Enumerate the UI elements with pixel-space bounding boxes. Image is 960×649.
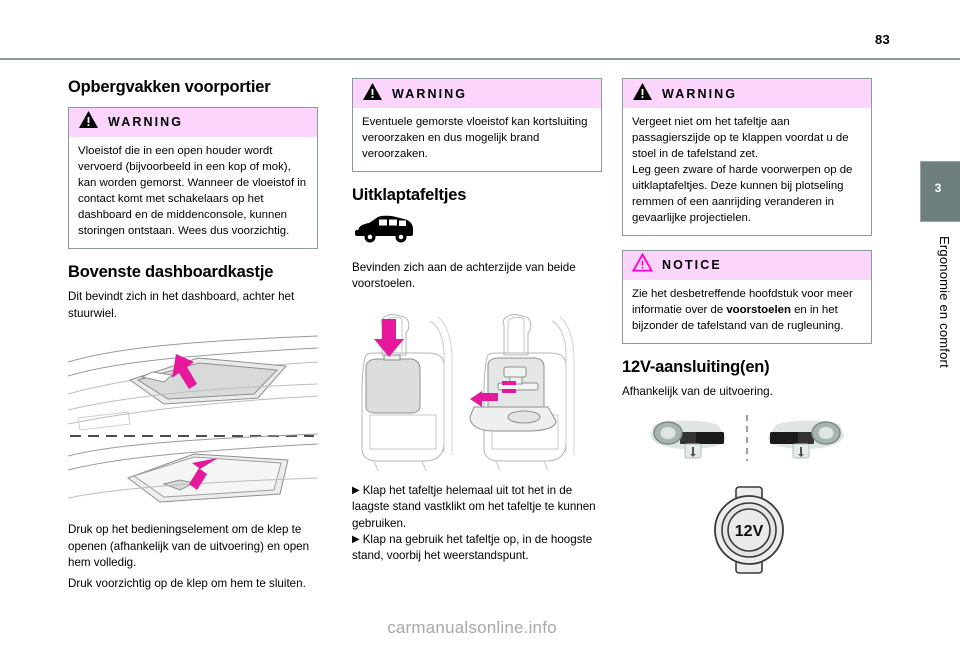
list-item: ▶Klap het tafeltje helemaal uit tot het … xyxy=(352,483,602,532)
chapter-number: 3 xyxy=(934,181,942,195)
notice-box-front-seats: NOTICE Zie het desbetreffende hoofdstuk … xyxy=(622,249,872,344)
notice-triangle-icon xyxy=(631,252,654,277)
list-item-text: Klap het tafeltje helemaal uit tot het i… xyxy=(352,483,596,530)
section-heading-12v-socket: 12V-aansluiting(en) xyxy=(622,357,770,376)
warning-text: Vloeistof die in een open houder wordt v… xyxy=(78,144,307,237)
van-silhouette-icon xyxy=(354,213,602,250)
warning-box-tray-table: WARNING Vergeet niet om het tafeltje aan… xyxy=(622,78,872,236)
upper-glovebox-instruction-1: Druk op het bedieningselement om de klep… xyxy=(68,523,310,570)
warning-triangle-icon xyxy=(632,82,653,106)
list-item-text: Klap na gebruik het tafeltje op, in de h… xyxy=(352,532,593,563)
warning-box-spilled-liquid: WARNING Eventuele gemorste vloeistof kan… xyxy=(352,78,602,172)
warning-triangle-icon xyxy=(78,110,99,134)
list-item: ▶Klap na gebruik het tafeltje op, in de … xyxy=(352,532,602,565)
warning-box-door-storage: WARNING Vloeistof die in een open houder… xyxy=(68,106,318,249)
notice-text: Zie het desbetreffende hoofdstuk voor me… xyxy=(623,280,871,343)
chapter-title: Ergonomie en comfort xyxy=(937,236,952,368)
12v-socket-intro: Afhankelijk van de uitvoering. xyxy=(622,385,773,399)
warning-text: Eventuele gemorste vloeistof kan kortslu… xyxy=(362,116,588,160)
bullet-arrow-icon: ▶ xyxy=(352,484,360,496)
warning-text-1: Vergeet niet om het tafeltje aan passagi… xyxy=(632,116,849,160)
dashboard-socket-locations-illustration xyxy=(622,411,872,471)
right-column: WARNING Vergeet niet om het tafeltje aan… xyxy=(622,78,872,587)
warning-label: WARNING xyxy=(392,86,468,101)
page-header: 83 xyxy=(0,0,960,60)
notice-text-after: en in het bijzonder de tafelstand van de… xyxy=(632,303,844,332)
warning-label: WARNING xyxy=(108,115,184,130)
page-number: 83 xyxy=(874,32,890,47)
notice-box-header: NOTICE xyxy=(623,250,871,280)
upper-glovebox-intro: Dit bevindt zich in het dashboard, achte… xyxy=(68,290,295,320)
12v-socket-illustration: 12V xyxy=(622,485,872,577)
watermark: carmanualsonline.info xyxy=(387,618,557,637)
folding-tables-intro: Bevinden zich aan de achterzijde van bei… xyxy=(352,260,576,291)
notice-label: NOTICE xyxy=(662,258,722,273)
left-column: Opbergvakken voorportier WARNING Vloeist… xyxy=(68,78,318,596)
bullet-arrow-icon: ▶ xyxy=(352,533,360,545)
warning-box-header: WARNING xyxy=(69,107,317,137)
warning-label: WARNING xyxy=(662,86,738,101)
warning-text-2: Leg geen zware of harde voorwerpen op de… xyxy=(632,163,853,224)
page-title: Opbergvakken voorportier xyxy=(68,78,271,96)
header-divider xyxy=(0,58,960,60)
warning-text-block: Vergeet niet om het tafeltje aan passagi… xyxy=(623,108,871,235)
warning-triangle-icon xyxy=(362,82,383,106)
warning-box-header: WARNING xyxy=(623,79,871,108)
notice-text-before: Zie het desbetreffende hoofdstuk voor me… xyxy=(632,287,853,316)
notice-text-bold: voorstoelen xyxy=(726,303,791,316)
center-column: WARNING Eventuele gemorste vloeistof kan… xyxy=(352,78,602,565)
folding-tray-table-illustration xyxy=(352,303,602,473)
upper-glovebox-instruction-2: Druk voorzichtig op de klep om hem te sl… xyxy=(68,576,306,590)
upper-glovebox-illustration xyxy=(68,332,318,512)
chapter-tab: 3 xyxy=(920,161,960,222)
warning-box-header: WARNING xyxy=(353,79,601,108)
12v-socket-label: 12V xyxy=(735,523,764,540)
section-heading-upper-glovebox: Bovenste dashboardkastje xyxy=(68,262,274,281)
section-heading-folding-tables: Uitklaptafeltjes xyxy=(352,185,467,204)
